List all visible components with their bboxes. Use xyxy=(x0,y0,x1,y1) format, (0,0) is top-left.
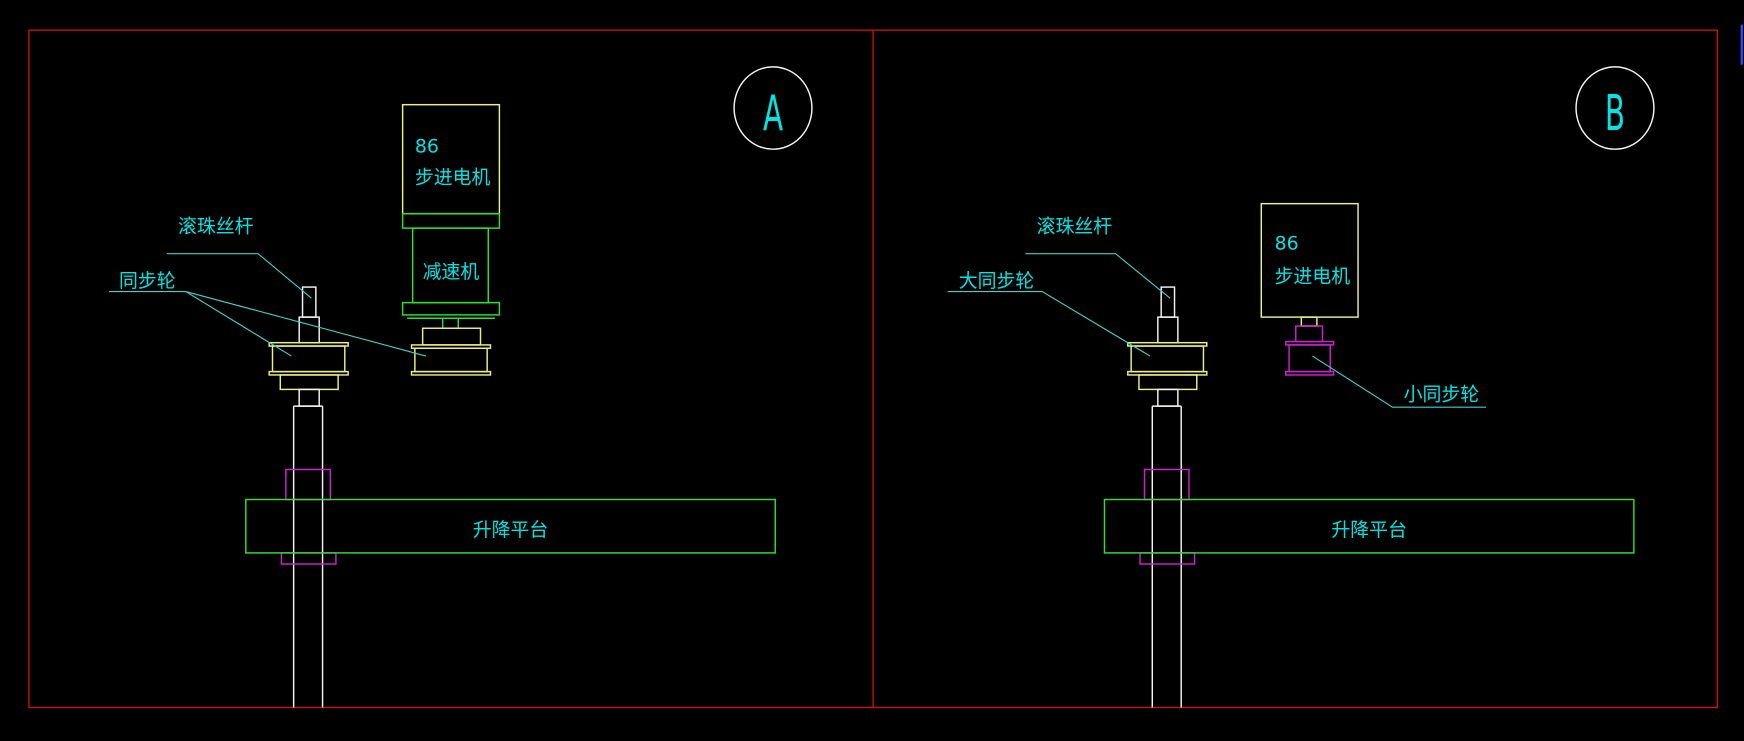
platform-a: 升降平台 xyxy=(245,498,776,554)
stepper-motor-b: 86 步进电机 xyxy=(1260,202,1359,318)
motor-pulley-a xyxy=(410,317,492,376)
motor-label-b: 步进电机 xyxy=(1275,266,1351,288)
panel-a-id: A xyxy=(763,85,783,142)
big-pulley-label-b: 大同步轮 xyxy=(959,270,1035,292)
ball-screw-b xyxy=(1127,286,1208,708)
platform-b: 升降平台 xyxy=(1103,498,1635,554)
panel-a-circle xyxy=(733,66,813,150)
platform-label-a: 升降平台 xyxy=(473,519,549,541)
small-pulley-label-b: 小同步轮 xyxy=(1404,384,1480,406)
panel-b-circle xyxy=(1575,66,1655,150)
reducer-label-a: 减速机 xyxy=(423,261,480,283)
pulley-label-a: 同步轮 xyxy=(119,270,176,292)
panel-a: A 86 步进电机 减速机 xyxy=(109,66,813,708)
leaders-b: 滚珠丝杆 大同步轮 小同步轮 xyxy=(947,216,1486,408)
screw-label-a: 滚珠丝杆 xyxy=(178,216,254,238)
motor-size-a: 86 xyxy=(415,136,439,158)
small-pulley-b xyxy=(1285,316,1335,376)
stepper-motor-a: 86 步进电机 xyxy=(401,103,501,229)
motor-size-b: 86 xyxy=(1275,232,1299,254)
motor-label-a: 步进电机 xyxy=(415,167,491,189)
reducer-a: 减速机 xyxy=(401,227,501,319)
panel-b: B 86 步进电机 升降平 xyxy=(947,66,1655,708)
panel-b-id: B xyxy=(1605,85,1625,142)
leaders-a: 滚珠丝杆 同步轮 xyxy=(109,216,427,357)
platform-label-b: 升降平台 xyxy=(1331,519,1407,541)
screw-label-b: 滚珠丝杆 xyxy=(1037,216,1113,238)
